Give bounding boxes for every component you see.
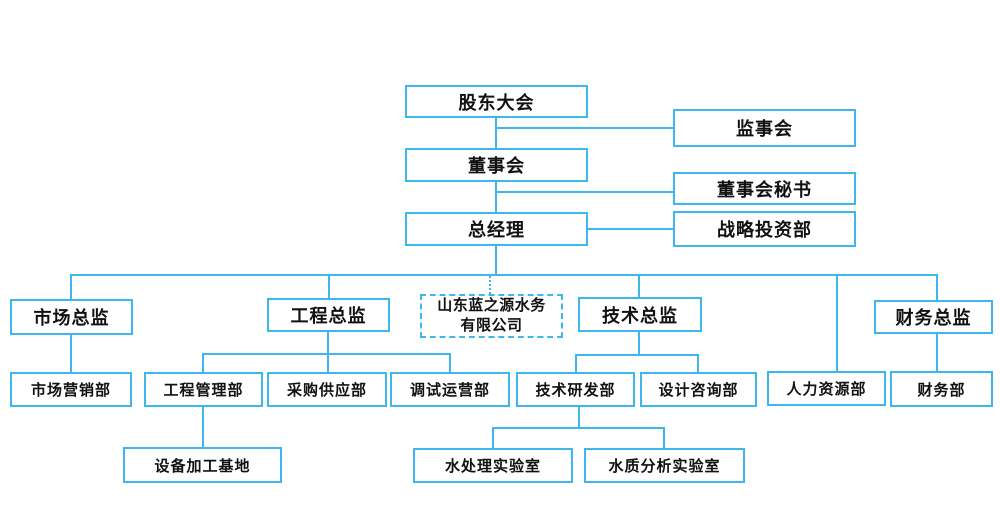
connector-engineering-stem [327,332,329,372]
node-finance-dept: 财务部 [890,371,993,407]
node-engineering-management-dept: 工程管理部 [144,372,263,407]
connector-main-rail [70,274,938,276]
connector-technology-stem [638,332,640,356]
node-technology-rnd-dept: 技术研发部 [516,372,635,407]
connector-labs-rail [492,427,665,429]
node-water-quality-analysis-lab: 水质分析实验室 [584,448,745,483]
node-equipment-processing-base: 设备加工基地 [123,447,282,483]
company-name-line1: 山东蓝之源水务 [437,296,546,314]
connector-gm-mainline [495,246,497,275]
connector-drop-finance-director [936,274,938,300]
node-engineering-director: 工程总监 [267,298,390,332]
connector-gm-strategy [588,228,673,230]
node-board-secretary: 董事会秘书 [673,172,856,205]
node-shareholders-meeting: 股东大会 [405,85,588,118]
connector-drop-commissioning [449,353,451,372]
node-general-manager: 总经理 [405,212,588,246]
connector-drop-technology-rnd [575,354,577,372]
connector-technology-rail [575,354,699,356]
connector-marketing-dept [70,335,72,372]
node-design-consulting-dept: 设计咨询部 [640,372,757,407]
connector-equipment-base [202,407,204,447]
connector-engineering-rail [202,353,451,355]
connector-drop-engineering-director [328,274,330,298]
connector-drop-company-dotted [489,276,491,294]
connector-finance-dept [936,334,938,371]
node-finance-director: 财务总监 [874,300,993,334]
connector-drop-water-quality-lab [663,427,665,448]
connector-drop-engineering-management [202,353,204,372]
node-marketing-dept: 市场营销部 [10,372,132,407]
company-name-line2: 有限公司 [460,317,523,334]
connector-drop-technology-director [638,274,640,297]
node-board-of-directors: 董事会 [405,148,588,182]
node-marketing-director: 市场总监 [10,299,133,335]
node-procurement-supply-dept: 采购供应部 [267,372,387,407]
connector-board-gm [495,182,497,212]
connector-drop-marketing-director [70,274,72,299]
company-name: 山东蓝之源水务 有限公司 [437,296,546,337]
node-technology-director: 技术总监 [578,297,702,332]
node-strategic-investment-dept: 战略投资部 [673,211,856,247]
connector-drop-water-treatment-lab [492,427,494,448]
connector-board-secretary [496,191,673,193]
node-company: 山东蓝之源水务 有限公司 [420,294,563,338]
connector-supervisory-board [496,127,673,129]
connector-rnd-stem [578,407,580,428]
node-water-treatment-lab: 水处理实验室 [413,448,573,483]
node-human-resources-dept: 人力资源部 [767,371,886,406]
connector-drop-design-consulting [697,354,699,372]
node-commissioning-operation-dept: 调试运营部 [390,372,510,407]
connector-shareholders-board [495,118,497,148]
connector-drop-human-resources [836,274,838,371]
node-supervisory-board: 监事会 [673,109,856,147]
